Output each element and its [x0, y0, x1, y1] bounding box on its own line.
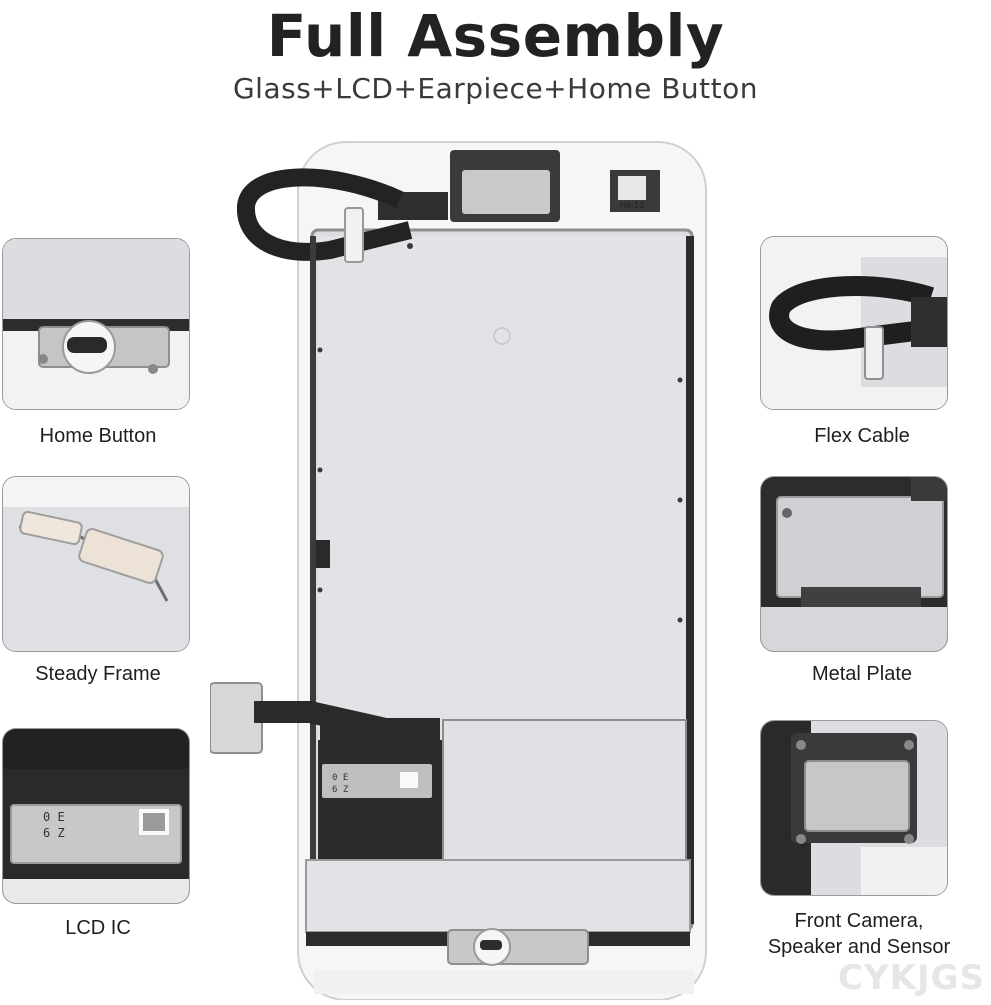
- lcd-ic-detail-image: 0 E 6 Z: [2, 728, 190, 904]
- steady-frame-detail-image: [2, 476, 190, 652]
- chip-marking-line2: 6 Z: [332, 785, 349, 795]
- page-subtitle: Glass+LCD+Earpiece+Home Button: [232, 72, 759, 105]
- front-camera-label: Front Camera, Speaker and Sensor: [756, 908, 962, 960]
- page-title: Full Assembly: [266, 2, 725, 70]
- lcd-ic-label: LCD IC: [65, 917, 131, 939]
- front-camera-detail-image: [760, 720, 948, 896]
- metal-plate-detail-image: [760, 476, 948, 652]
- flex-cable-label: Flex Cable: [814, 425, 910, 447]
- chip-marking-line1: 0 E: [332, 773, 348, 783]
- lcd-ic-marking-line2: 6 Z: [43, 826, 65, 840]
- front-camera-label-line1: Front Camera,: [794, 910, 924, 932]
- lcd-ic-marking-line1: 0 E: [43, 810, 65, 824]
- front-camera-label-line2: Speaker and Sensor: [767, 936, 951, 958]
- lcd-assembly-image: 0 E 6 Z H8-12: [209, 140, 710, 1001]
- flex-cable-detail-image: [760, 236, 948, 410]
- home-button-detail-image: [2, 238, 190, 410]
- board-label: H8-12: [620, 201, 644, 210]
- home-button-label: Home Button: [39, 425, 157, 447]
- watermark: CYKJGS: [838, 958, 985, 998]
- steady-frame-label: Steady Frame: [35, 663, 161, 685]
- metal-plate-label: Metal Plate: [811, 663, 913, 685]
